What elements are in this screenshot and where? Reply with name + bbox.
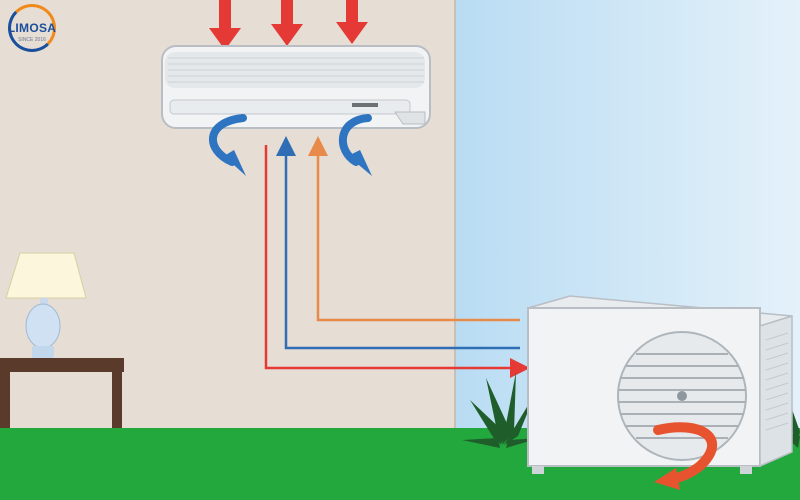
hot-air-arrow-icon — [336, 0, 368, 44]
lamp-icon — [5, 252, 87, 358]
side-table — [0, 358, 124, 428]
hot-air-arrow-icon — [271, 0, 303, 46]
hot-air-arrow-icon — [209, 0, 241, 50]
cold-line — [276, 136, 520, 350]
logo-ring — [8, 4, 56, 52]
brand-logo: LIMOSA SINCE 2016 — [2, 4, 62, 60]
swirl-arrow-icon — [654, 468, 680, 490]
swirl-arrow-icon — [653, 422, 718, 485]
swirl-arrow-icon — [224, 150, 246, 176]
logo-name: LIMOSA — [7, 21, 57, 35]
warm-line — [308, 136, 520, 322]
indoor-unit — [161, 45, 431, 129]
swirl-arrow-icon — [348, 150, 372, 176]
swirl-arrow-icon — [209, 114, 247, 166]
fan-grille-icon — [617, 331, 747, 461]
logo-tagline: SINCE 2016 — [18, 37, 46, 43]
hot-line — [264, 145, 530, 378]
